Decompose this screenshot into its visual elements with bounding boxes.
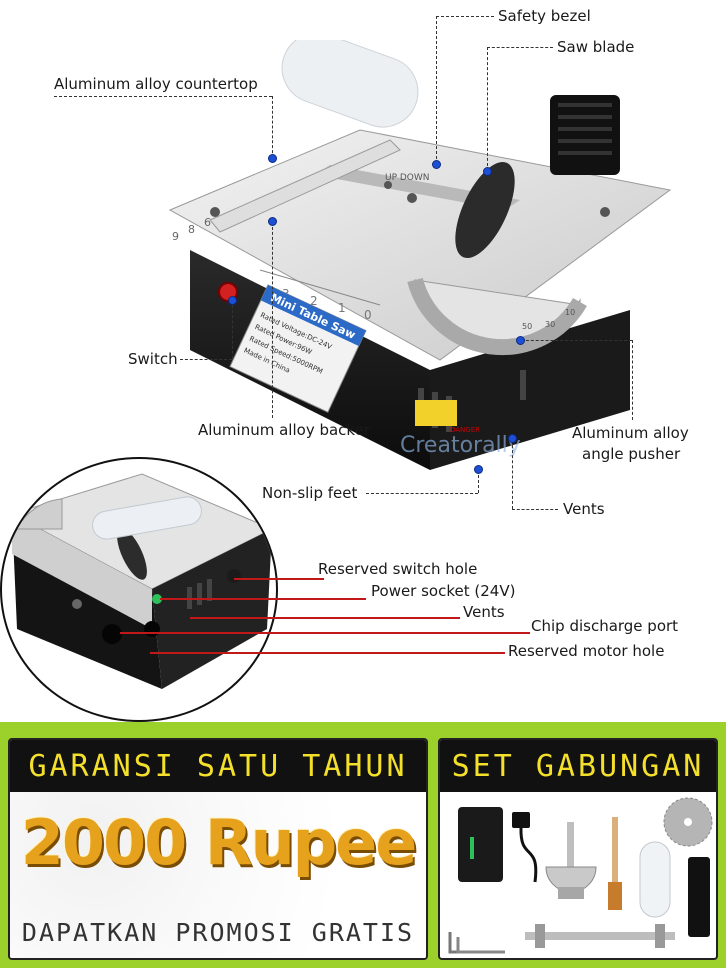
warranty-heading: GARANSI SATU TAHUN xyxy=(10,740,426,792)
label-vents-top: Vents xyxy=(563,500,605,518)
dust-hose xyxy=(550,95,620,175)
side-ruler-6: 6 xyxy=(204,216,211,229)
label-backer: Aluminum alloy backer xyxy=(198,421,370,439)
hex-keys-icon xyxy=(448,932,505,954)
detail-circle xyxy=(0,457,278,722)
angle-pusher-icon xyxy=(545,822,597,899)
plug-cable-icon xyxy=(512,812,538,883)
label-countertop: Aluminum alloy countertop xyxy=(54,75,258,93)
label-switch: Switch xyxy=(128,350,178,368)
price-text: 2000 Rupee xyxy=(20,806,418,879)
table-saw-illustration: 3 2 1 0 9 8 6 UP DOWN 50 30 10 Mini Tabl… xyxy=(168,40,672,470)
label-reserved-motor-hole: Reserved motor hole xyxy=(508,642,665,660)
side-ruler-8: 8 xyxy=(188,223,195,236)
bundle-panel: SET GABUNGAN xyxy=(438,738,718,960)
promo-text: DAPATKAN PROMOSI GRATIS xyxy=(21,918,415,947)
safety-bezel-icon xyxy=(639,841,671,918)
label-non-slip-feet: Non-slip feet xyxy=(262,484,358,502)
side-ruler-9: 9 xyxy=(172,230,179,243)
plate-ruler-0: 0 xyxy=(364,308,372,322)
brush-icon xyxy=(608,817,622,910)
plate-ruler-2: 2 xyxy=(310,294,318,308)
label-reserved-switch-hole: Reserved switch hole xyxy=(318,560,478,578)
angle-protractor: 50 30 10 xyxy=(407,277,587,356)
label-angle-pusher-2: angle pusher xyxy=(582,445,681,463)
danger-sticker: DANGER xyxy=(450,426,480,434)
protractor-30: 30 xyxy=(545,320,555,329)
warranty-panel: GARANSI SATU TAHUN 2000 Rupee DAPATKAN P… xyxy=(8,738,428,960)
dust-hose-icon xyxy=(688,857,710,937)
fence-bar-icon xyxy=(525,924,675,948)
label-angle-pusher-1: Aluminum alloy xyxy=(572,424,689,442)
label-chip-discharge-port: Chip discharge port xyxy=(531,617,679,635)
detail-saw-illustration xyxy=(10,473,274,689)
saw-blade-icon xyxy=(663,797,713,847)
up-down-text: UP DOWN xyxy=(385,173,430,183)
protractor-10: 10 xyxy=(565,308,575,317)
plate-ruler-1: 1 xyxy=(338,301,346,315)
label-saw-blade: Saw blade xyxy=(557,38,635,56)
label-safety-bezel: Safety bezel xyxy=(498,7,591,25)
power-adapter-icon xyxy=(458,807,503,882)
bundle-heading: SET GABUNGAN xyxy=(440,740,716,792)
bundle-items xyxy=(448,797,713,954)
protractor-50: 50 xyxy=(522,322,532,331)
watermark: Creatorally xyxy=(400,433,521,458)
label-vents-bottom: Vents xyxy=(463,603,505,621)
label-power-socket: Power socket (24V) xyxy=(371,582,516,600)
